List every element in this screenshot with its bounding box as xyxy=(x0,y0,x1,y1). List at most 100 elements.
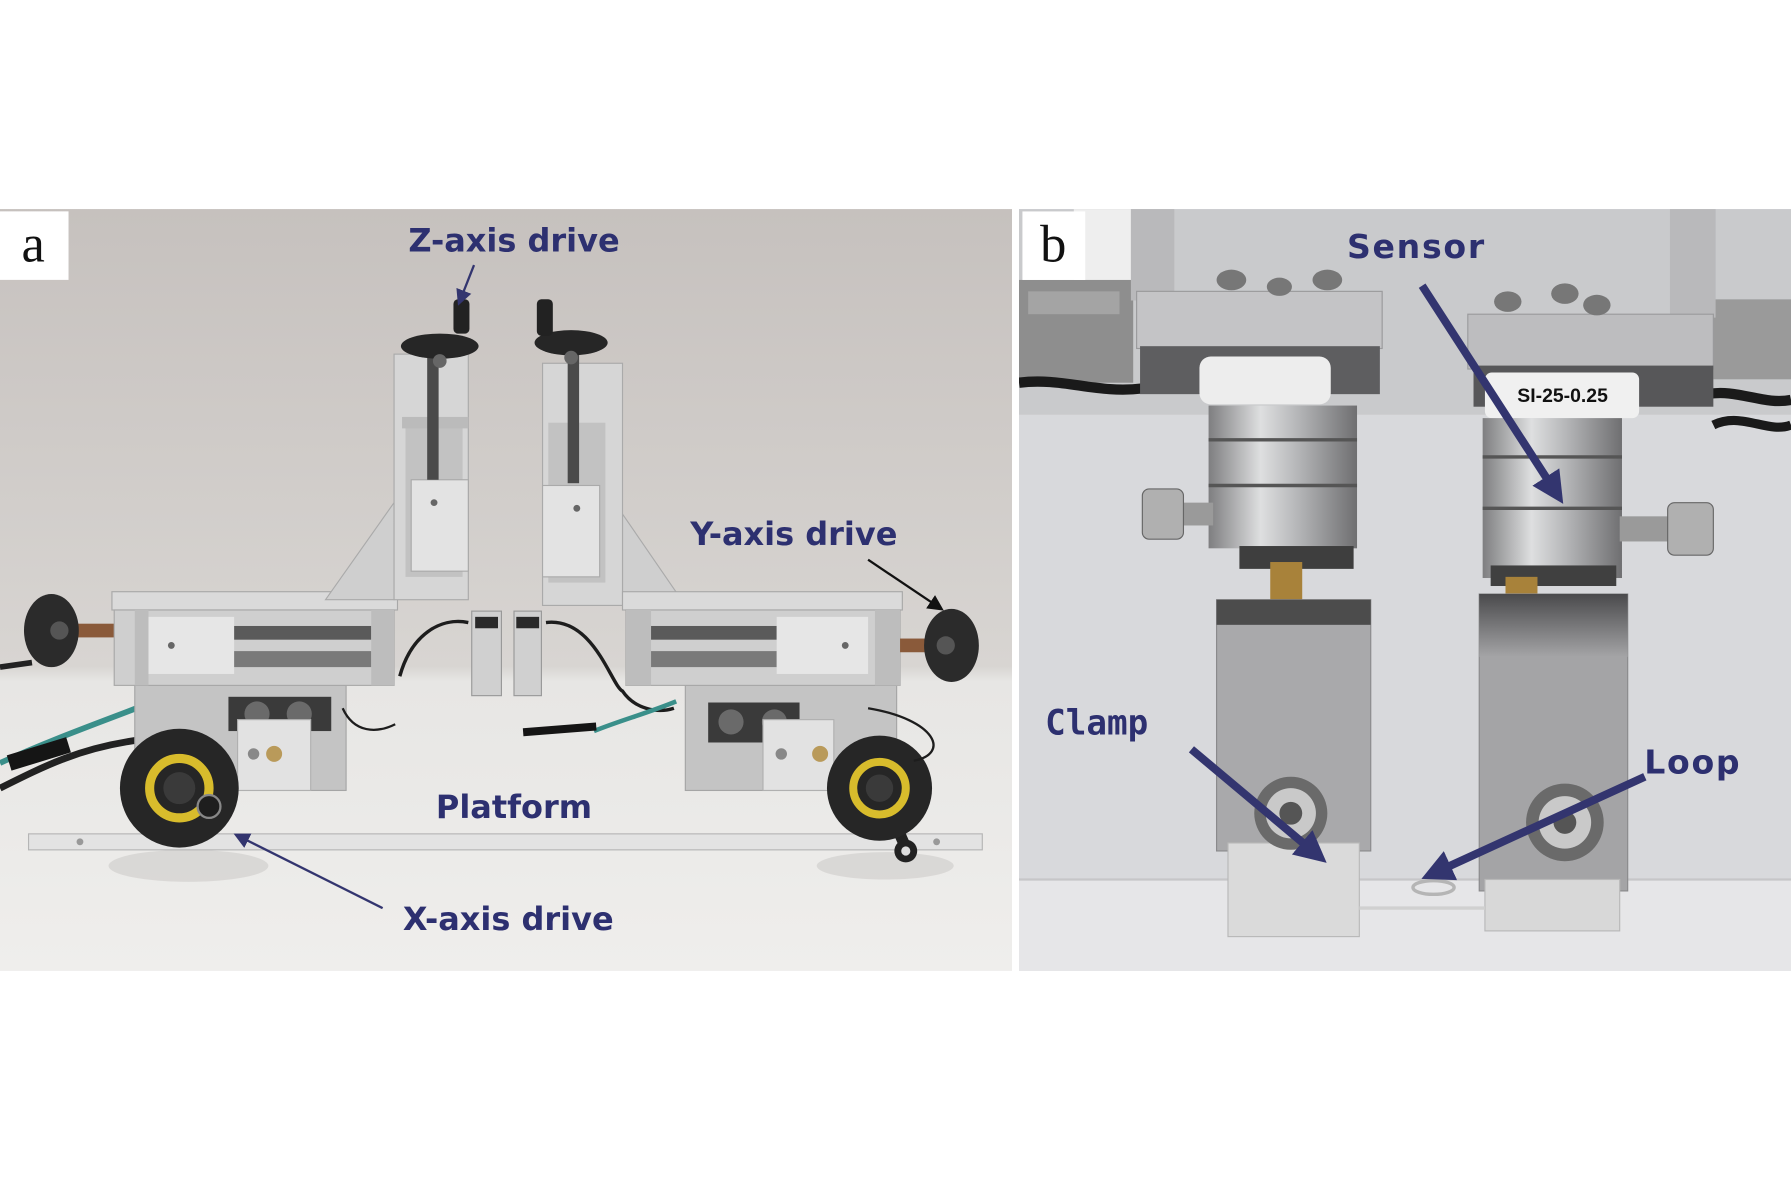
side-bolt-head xyxy=(1141,488,1185,540)
sensor-lower-ring xyxy=(1239,546,1354,569)
bracket-bearing xyxy=(812,745,829,762)
bolt-head xyxy=(1266,277,1292,296)
handwheel-yellow-ring xyxy=(145,753,214,823)
panel-letter-box xyxy=(1022,211,1086,280)
frame-left-bar xyxy=(1130,209,1175,301)
bolt-head xyxy=(1216,269,1247,291)
left-z-handwheel xyxy=(400,333,479,359)
plate-hole xyxy=(933,838,941,846)
handwheel-hub xyxy=(936,636,955,655)
sensor-arrow xyxy=(1418,283,1564,504)
black-cable xyxy=(0,659,33,670)
frame-right-bar xyxy=(1669,209,1716,318)
clamp-arrow xyxy=(1188,746,1327,863)
right-handwheel-shaft xyxy=(900,638,933,653)
panel-letter-box xyxy=(0,211,69,280)
handwheel-hub xyxy=(50,621,69,640)
handwheel-hub xyxy=(564,350,578,365)
bolt-head xyxy=(1583,294,1611,316)
nut-bore xyxy=(1279,801,1303,825)
stage-end-plate xyxy=(134,609,149,686)
bolt-shaft xyxy=(1178,502,1214,526)
stage-end-plate xyxy=(874,609,901,686)
z-handwheel-knob xyxy=(453,299,470,334)
z-axis-drive-label: Z-axis drive xyxy=(408,221,619,259)
lead-screw xyxy=(234,625,372,640)
panel-b-photo: SI-25-0.25 b Sensor Clamp Loop xyxy=(1019,209,1791,971)
black-cable xyxy=(1706,387,1791,407)
block-top-shade xyxy=(1479,593,1628,657)
sensor-cable xyxy=(398,619,469,677)
loop-arrow xyxy=(1421,773,1647,881)
block-screw xyxy=(573,504,581,512)
clamp-jaw xyxy=(516,616,540,629)
panel-letter-b: b xyxy=(1040,216,1066,274)
y-axis-drive-label: Y-axis drive xyxy=(689,515,897,553)
panel-a-photo: a Z-axis drive Y-axis drive Platform X-a… xyxy=(0,209,1012,971)
black-cable xyxy=(1711,416,1791,432)
left-handwheel-shaft xyxy=(68,623,117,638)
z-lead-screw xyxy=(567,340,580,484)
stage-slider-block xyxy=(776,616,869,674)
guide-rail xyxy=(234,651,372,668)
left-top-plate xyxy=(1136,290,1383,350)
black-cable xyxy=(341,707,396,731)
bracket-screw xyxy=(775,748,787,760)
left-clamp-jaw xyxy=(1227,842,1360,938)
left-force-sensor xyxy=(1208,405,1358,549)
cable-plug xyxy=(522,722,597,737)
sensor-marking-label xyxy=(1484,372,1640,419)
stage-slider-block xyxy=(148,616,235,674)
right-support-block xyxy=(1713,299,1791,380)
clamp-jaw xyxy=(475,616,499,629)
right-clamp-jaw xyxy=(1484,878,1621,932)
clamp-label: Clamp xyxy=(1045,703,1148,743)
roller xyxy=(718,709,744,735)
y-axis-arrow xyxy=(867,558,944,611)
left-white-pad xyxy=(1199,356,1331,405)
brass-shaft xyxy=(1270,562,1303,602)
teal-cable xyxy=(593,699,678,734)
cable-plug xyxy=(6,737,71,771)
black-cable xyxy=(867,707,935,762)
black-cable xyxy=(1019,376,1143,395)
right-z-handwheel xyxy=(534,330,608,356)
shadow xyxy=(108,849,269,882)
z-handwheel-knob xyxy=(536,299,553,336)
sensor-marking-text: SI-25-0.25 xyxy=(1517,385,1608,407)
handwheel-hub xyxy=(432,354,447,368)
stage-end-plate xyxy=(625,609,652,686)
handwheel-yellow-ring xyxy=(849,757,910,819)
z-axis-arrow xyxy=(456,264,476,306)
loop-label: Loop xyxy=(1644,742,1741,781)
bracket-screw xyxy=(247,748,260,760)
bolt-head xyxy=(1551,283,1579,304)
black-cable xyxy=(0,736,138,792)
handwheel-knob xyxy=(196,793,222,820)
stage-end-plate xyxy=(371,609,395,686)
right-upper-top-plate xyxy=(621,591,903,611)
handwheel-hub xyxy=(163,772,196,805)
handwheel-hub xyxy=(865,774,894,802)
knob-cap xyxy=(901,846,911,856)
sensor-label: Sensor xyxy=(1347,227,1486,266)
x-axis-arrow xyxy=(233,833,384,910)
lead-screw xyxy=(651,625,777,640)
side-bolt-head xyxy=(1667,502,1714,556)
wire-loop xyxy=(1411,878,1456,897)
right-force-sensor xyxy=(1482,418,1622,579)
z-slider-block xyxy=(410,479,469,572)
plate-hole xyxy=(76,838,84,846)
platform-label: Platform xyxy=(436,788,592,826)
platform-plate xyxy=(27,833,983,851)
block-screw xyxy=(841,641,849,649)
panel-letter-a: a xyxy=(21,216,44,274)
bolt-head xyxy=(1494,291,1522,312)
bracket-bearing xyxy=(266,745,283,762)
bolt-head xyxy=(1312,269,1343,291)
right-top-plate xyxy=(1467,313,1714,370)
block-texture xyxy=(1028,291,1120,315)
block-screw xyxy=(167,641,175,649)
guide-rail xyxy=(651,651,777,668)
z-lead-screw xyxy=(427,342,439,480)
